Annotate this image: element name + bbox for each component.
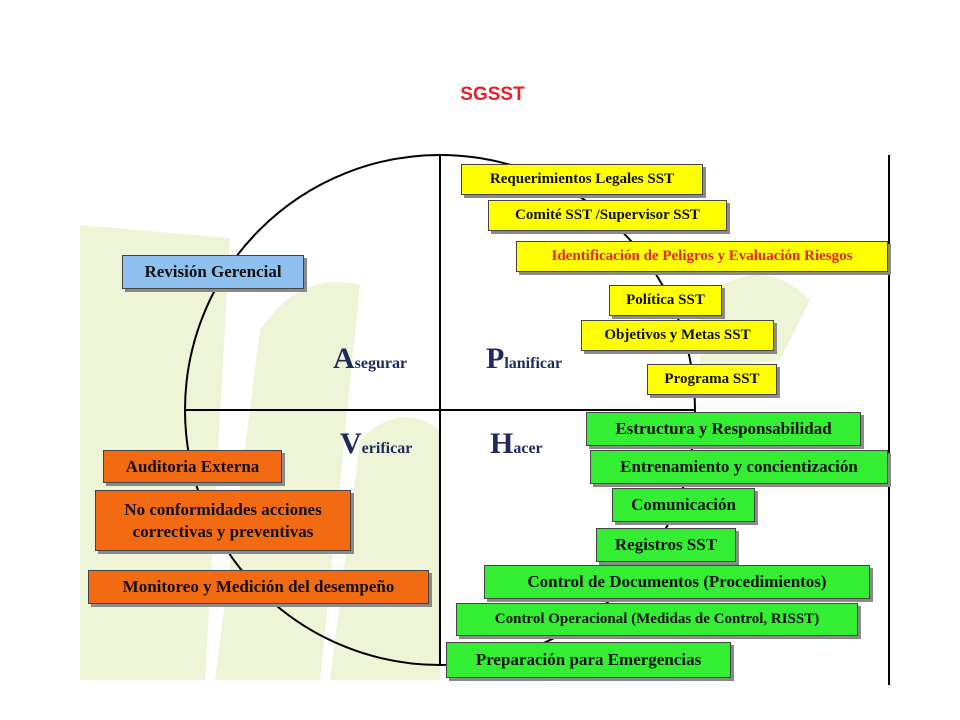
quadrant-plan-rest: lanificar <box>504 355 563 372</box>
plan-item-identificacion-peligros: Identificación de Peligros y Evaluación … <box>516 241 888 272</box>
do-item-estructura-responsabilidad: Estructura y Responsabilidad <box>586 412 861 446</box>
quadrant-do-initial: H <box>490 427 514 460</box>
check-item-monitoreo-medicion: Monitoreo y Medición del desempeño <box>88 570 429 604</box>
quadrant-act-rest: segurar <box>354 355 408 372</box>
quadrant-act-initial: A <box>333 342 355 375</box>
quadrant-check-initial: V <box>340 427 362 460</box>
plan-item-objetivos-metas: Objetivos y Metas SST <box>581 320 774 351</box>
quadrant-plan-label: Planificar <box>486 342 562 376</box>
do-item-registros-sst: Registros SST <box>596 528 736 562</box>
quadrant-act-label: Asegurar <box>333 342 407 376</box>
do-item-entrenamiento-concientizacion: Entrenamiento y concientización <box>590 450 888 484</box>
quadrant-do-label: Hacer <box>490 427 543 461</box>
do-item-comunicacion: Comunicación <box>612 488 755 522</box>
do-item-control-documentos: Control de Documentos (Procedimientos) <box>484 565 870 599</box>
quadrant-plan-initial: P <box>486 342 505 375</box>
plan-item-comite-sst: Comité SST /Supervisor SST <box>488 200 727 231</box>
plan-item-requerimientos-legales: Requerimientos Legales SST <box>461 164 703 195</box>
quadrant-do-rest: acer <box>513 440 543 457</box>
act-item-revision-gerencial: Revisión Gerencial <box>122 255 304 289</box>
quadrant-check-rest: erificar <box>361 440 413 457</box>
quadrant-check-label: Verificar <box>340 427 412 461</box>
page-title: SGSST <box>460 84 525 105</box>
do-item-control-operacional: Control Operacional (Medidas de Control,… <box>456 603 858 636</box>
check-item-auditoria-externa: Auditoria Externa <box>103 450 282 483</box>
do-item-preparacion-emergencias: Preparación para Emergencias <box>446 642 731 678</box>
plan-item-politica-sst: Política SST <box>609 285 722 316</box>
plan-item-programa-sst: Programa SST <box>647 364 777 395</box>
check-item-no-conformidades: No conformidades acciones correctivas y … <box>95 490 351 551</box>
